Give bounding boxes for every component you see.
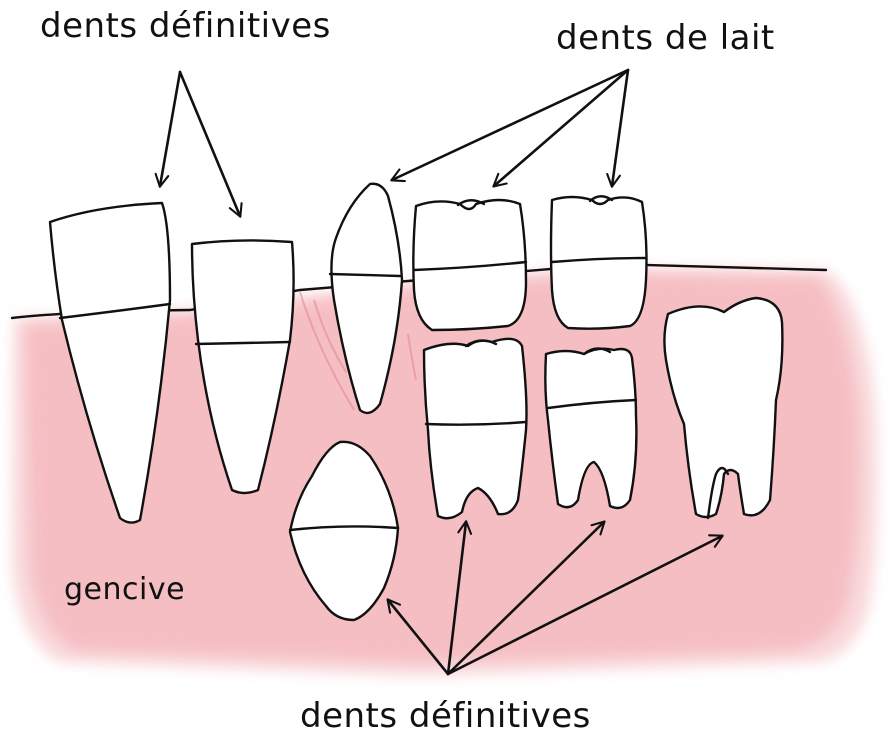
label-gum: gencive [64, 572, 185, 607]
label-baby-teeth: dents de lait [556, 18, 775, 58]
arrow-top-right-a [392, 70, 628, 180]
baby-tooth-molar-2 [551, 197, 647, 329]
arrow-top-left-a [160, 72, 180, 186]
arrow-top-left-b [180, 72, 240, 216]
baby-tooth-molar-1 [413, 200, 526, 330]
arrow-top-right-b [494, 70, 628, 186]
label-permanent-teeth-top: dents définitives [40, 6, 331, 46]
arrow-top-right-c [612, 70, 628, 186]
label-permanent-teeth-bottom: dents définitives [300, 696, 591, 736]
